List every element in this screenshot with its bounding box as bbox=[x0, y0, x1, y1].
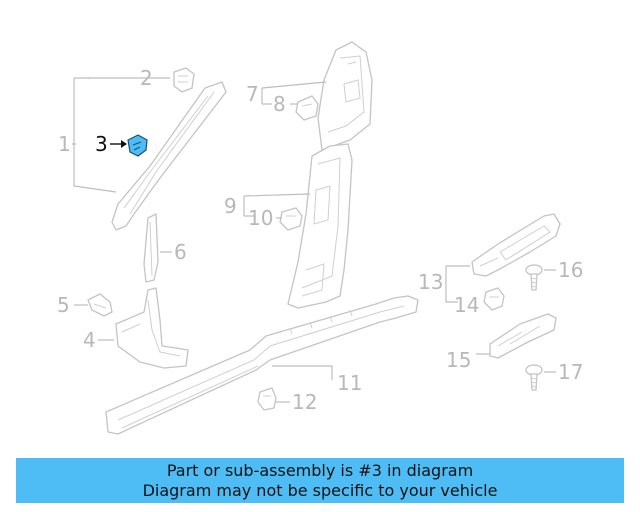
screw-part-16 bbox=[525, 264, 543, 291]
callout-2: 2 bbox=[140, 66, 153, 90]
callout-5: 5 bbox=[57, 293, 70, 317]
clip-part-14 bbox=[483, 287, 505, 311]
callout-8: 8 bbox=[273, 92, 286, 116]
callout-16: 16 bbox=[558, 258, 583, 282]
callout-3: 3 bbox=[95, 132, 108, 156]
banner-line-2: Diagram may not be specific to your vehi… bbox=[142, 481, 498, 500]
leader-1 bbox=[73, 77, 117, 193]
clip-part-8 bbox=[295, 95, 319, 121]
clip-part-5 bbox=[87, 293, 113, 317]
callout-13: 13 bbox=[418, 270, 443, 294]
sill-plate-part-11 bbox=[105, 295, 419, 435]
clip-part-10 bbox=[279, 207, 303, 231]
callout-1: 1 bbox=[58, 132, 71, 156]
clip-part-12 bbox=[257, 387, 277, 411]
callout-6: 6 bbox=[174, 240, 187, 264]
callout-11: 11 bbox=[337, 371, 362, 395]
callout-17: 17 bbox=[558, 360, 583, 384]
clip-part-2 bbox=[173, 67, 195, 93]
info-banner: Part or sub-assembly is #3 in diagram Di… bbox=[16, 458, 624, 503]
callout-4: 4 bbox=[83, 328, 96, 352]
callout-15: 15 bbox=[446, 348, 471, 372]
lower-b-pillar-trim-part-9 bbox=[287, 143, 353, 309]
a-pillar-trim bbox=[111, 81, 227, 231]
upper-b-pillar-trim-part-7 bbox=[317, 41, 373, 151]
banner-line-1: Part or sub-assembly is #3 in diagram bbox=[166, 461, 474, 480]
callout-7: 7 bbox=[246, 82, 259, 106]
screw-part-17 bbox=[525, 364, 543, 391]
rear-trim-part-13 bbox=[471, 213, 561, 277]
callout-14: 14 bbox=[454, 293, 479, 317]
bracket-part-15 bbox=[489, 313, 557, 359]
kick-panel-part-4 bbox=[115, 287, 189, 369]
trim-part-6 bbox=[143, 213, 159, 283]
callout-10: 10 bbox=[248, 206, 273, 230]
highlighted-clip-part-3 bbox=[127, 134, 148, 157]
callout-9: 9 bbox=[224, 194, 237, 218]
callout-12: 12 bbox=[292, 390, 317, 414]
